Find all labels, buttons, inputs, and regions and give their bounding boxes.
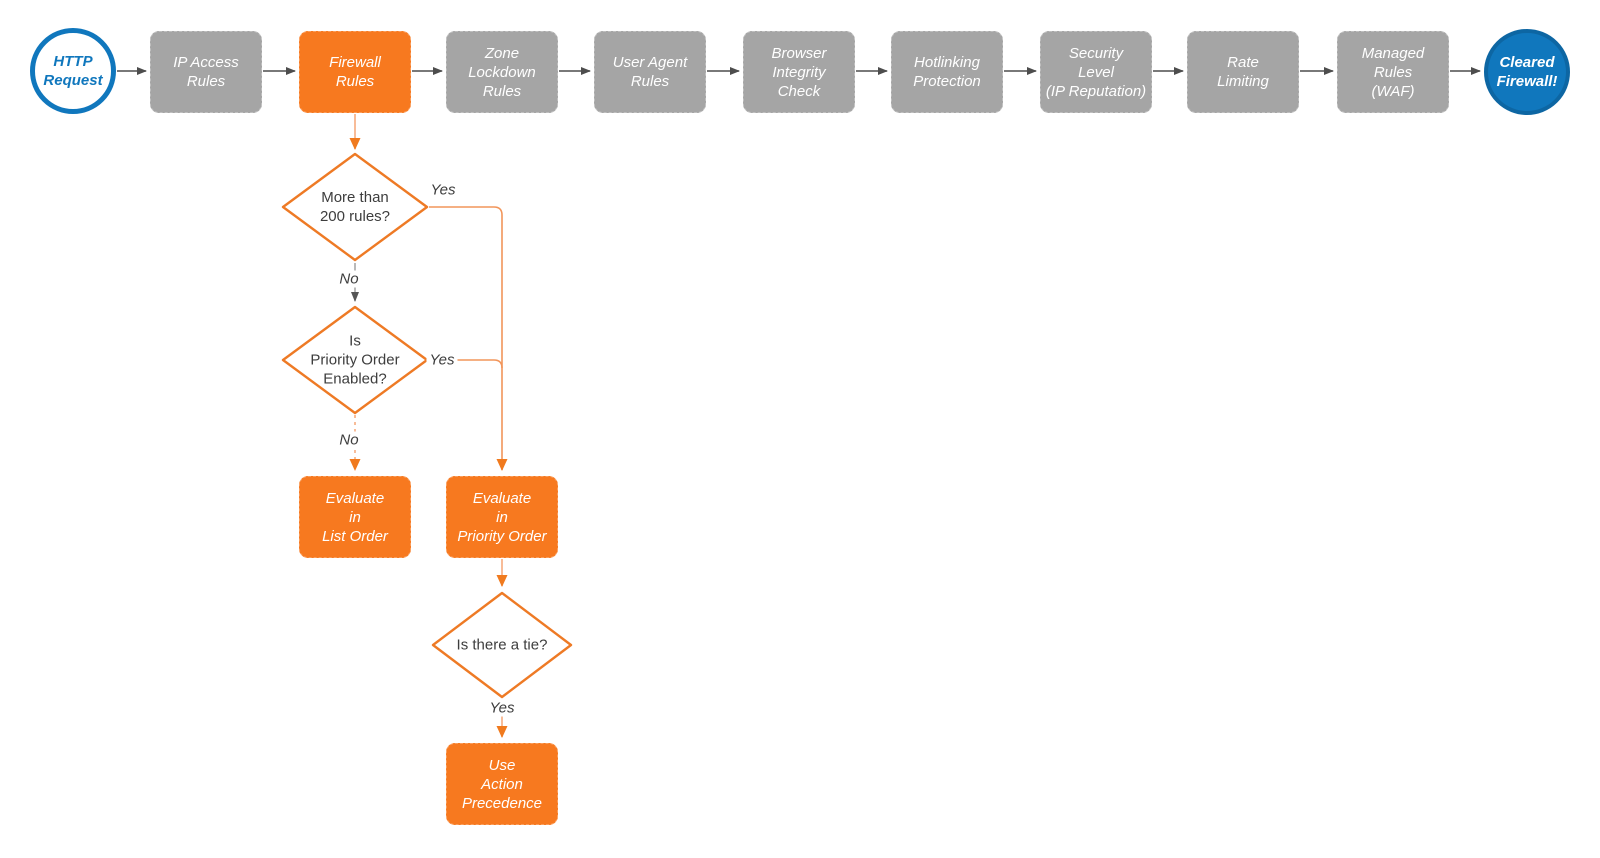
node-hotlinking-protection: Hotlinking Protection bbox=[891, 31, 1003, 113]
node-http-request: HTTP Request bbox=[30, 28, 116, 114]
node-firewall-rules: Firewall Rules bbox=[299, 31, 411, 113]
edge-label-decision3-yes: Yes bbox=[486, 699, 518, 717]
decision-label: Is Priority Order Enabled? bbox=[310, 332, 400, 388]
edge-label-decision2-no: No bbox=[336, 431, 362, 449]
node-rate-limiting: Rate Limiting bbox=[1187, 31, 1299, 113]
edge-label-decision2-yes: Yes bbox=[426, 351, 458, 369]
node-zone-lockdown-rules: Zone Lockdown Rules bbox=[446, 31, 558, 113]
node-label: Evaluate in List Order bbox=[322, 489, 388, 545]
node-label: Rate Limiting bbox=[1217, 54, 1269, 90]
decision-label: More than 200 rules? bbox=[319, 189, 391, 225]
node-managed-rules-waf: Managed Rules (WAF) bbox=[1337, 31, 1449, 113]
node-cleared-firewall: Cleared Firewall! bbox=[1484, 29, 1570, 115]
node-label: Cleared Firewall! bbox=[1496, 54, 1558, 90]
node-browser-integrity-check: Browser Integrity Check bbox=[743, 31, 855, 113]
edge-label-decision1-yes: Yes bbox=[427, 181, 459, 199]
node-label: Browser Integrity Check bbox=[771, 44, 827, 100]
diamond-shape bbox=[281, 152, 429, 262]
node-label: Hotlinking Protection bbox=[913, 54, 981, 90]
node-label: IP Access Rules bbox=[173, 54, 239, 90]
node-label: Security Level (IP Reputation) bbox=[1045, 44, 1147, 100]
node-label: Managed Rules (WAF) bbox=[1361, 44, 1425, 100]
node-use-action-precedence: Use Action Precedence bbox=[446, 743, 558, 825]
node-label: Evaluate in Priority Order bbox=[457, 489, 547, 545]
edge-label-decision1-no: No bbox=[336, 270, 362, 288]
node-label: Use Action Precedence bbox=[461, 756, 543, 812]
node-label: Zone Lockdown Rules bbox=[468, 44, 536, 100]
diamond-shape bbox=[281, 305, 429, 415]
node-evaluate-in-priority-order: Evaluate in Priority Order bbox=[446, 476, 558, 558]
node-label: Firewall Rules bbox=[329, 54, 381, 90]
node-label: User Agent Rules bbox=[612, 54, 688, 90]
node-security-level: Security Level (IP Reputation) bbox=[1040, 31, 1152, 113]
arrow-decision1-yes-to-priority bbox=[429, 206, 508, 471]
node-ip-access-rules: IP Access Rules bbox=[150, 31, 262, 113]
decision-priority-order-enabled: Is Priority Order Enabled? bbox=[280, 304, 430, 416]
node-label: HTTP Request bbox=[43, 53, 103, 89]
diamond-shape bbox=[431, 591, 573, 699]
node-evaluate-in-list-order: Evaluate in List Order bbox=[299, 476, 411, 558]
decision-more-than-200-rules: More than 200 rules? bbox=[280, 151, 430, 263]
decision-is-there-a-tie: Is there a tie? bbox=[430, 590, 574, 700]
node-user-agent-rules: User Agent Rules bbox=[594, 31, 706, 113]
arrow-decision2-yes-merge bbox=[429, 359, 503, 369]
decision-label: Is there a tie? bbox=[456, 636, 548, 654]
